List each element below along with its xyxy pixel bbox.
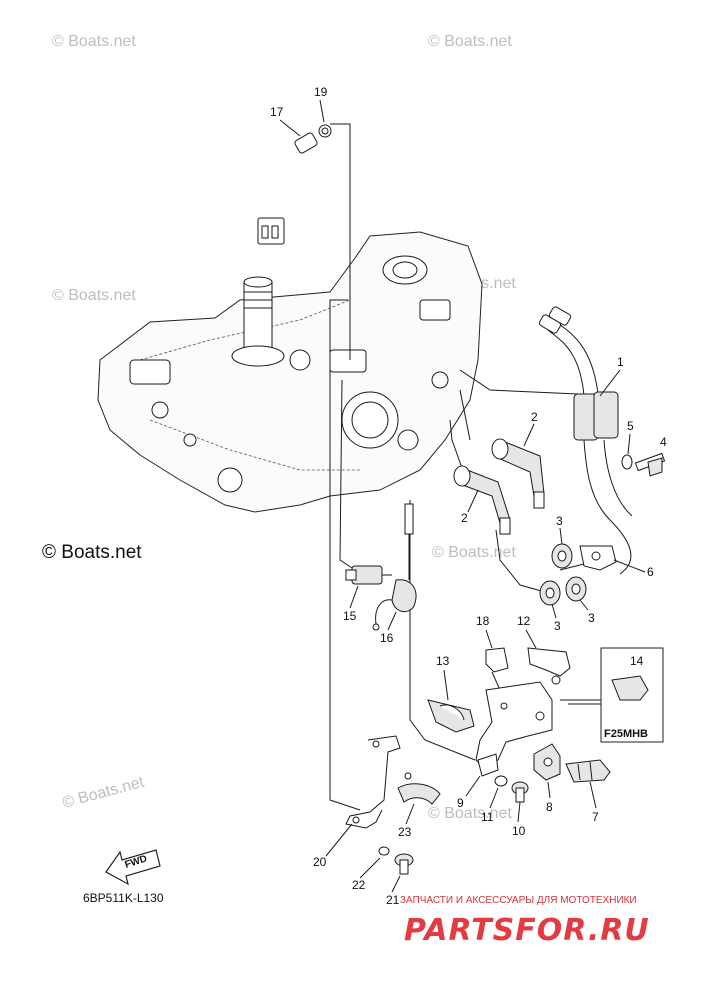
part-16-wire-lead xyxy=(372,503,417,631)
part-3-grommets xyxy=(539,543,587,606)
part-20-bracket xyxy=(345,735,401,829)
engine-block xyxy=(97,231,483,513)
callout-4: 4 xyxy=(660,435,667,449)
callout-5: 5 xyxy=(627,419,634,433)
callout-1: 1 xyxy=(617,355,624,369)
watermark: © Boats.net xyxy=(52,287,136,304)
part-8-grommet xyxy=(533,743,561,781)
callout-11: 11 xyxy=(481,810,494,824)
watermark: © Boats.net xyxy=(428,33,512,50)
part-23-clamp xyxy=(397,772,441,805)
watermark: © Boats.net xyxy=(61,774,147,812)
callout-3: 3 xyxy=(554,619,561,633)
watermark-dark: © Boats.net xyxy=(42,542,142,563)
part-15-sensor xyxy=(345,565,392,585)
part-21-screw xyxy=(394,853,414,875)
inset-clamp xyxy=(611,675,649,701)
callout-18: 18 xyxy=(476,614,490,628)
callout-6: 6 xyxy=(647,565,654,579)
part-6-clamp xyxy=(579,545,617,571)
callout-19: 19 xyxy=(314,85,328,99)
part-17-lead-wire xyxy=(257,132,318,245)
part-4-bolt xyxy=(634,452,666,477)
promo-tagline: ЗАПЧАСТИ И АКСЕССУАРЫ ДЛЯ МОТОТЕХНИКИ xyxy=(400,895,637,906)
callout-numbers: 1 2 2 3 3 3 4 5 6 7 8 9 10 11 12 13 14 1… xyxy=(270,85,667,907)
part-22-washer xyxy=(378,846,390,856)
callout-2: 2 xyxy=(461,511,468,525)
callout-10: 10 xyxy=(512,824,526,838)
fwd-arrow: FWD xyxy=(105,849,161,886)
promo-banner: ЗАПЧАСТИ И АКСЕССУАРЫ ДЛЯ МОТОТЕХНИКИ PA… xyxy=(400,895,650,948)
callout-3: 3 xyxy=(556,514,563,528)
diagram-code: 6BP511K-L130 xyxy=(83,891,164,905)
part-11-washer xyxy=(494,775,508,787)
callout-23: 23 xyxy=(398,825,412,839)
crankshaft xyxy=(231,276,285,367)
part-9-plate xyxy=(477,753,499,777)
part-2-plug-cap-upper xyxy=(491,438,545,509)
callout-16: 16 xyxy=(380,631,394,645)
callout-3: 3 xyxy=(588,611,595,625)
inset-label: F25MHB xyxy=(604,728,648,740)
part-19-washer xyxy=(318,124,332,138)
part-12-holder xyxy=(527,647,571,685)
callout-8: 8 xyxy=(546,800,553,814)
callout-7: 7 xyxy=(592,810,599,824)
fwd-arrow-shape xyxy=(105,849,161,886)
callout-13: 13 xyxy=(436,654,450,668)
part-10-screw xyxy=(511,781,529,803)
callout-15: 15 xyxy=(343,609,357,623)
callout-20: 20 xyxy=(313,855,327,869)
callout-12: 12 xyxy=(517,614,531,628)
part-13-clip xyxy=(427,699,475,733)
callout-17: 17 xyxy=(270,105,284,119)
watermark: © Boats.net xyxy=(428,805,512,822)
callout-9: 9 xyxy=(457,796,464,810)
callout-14: 14 xyxy=(630,654,644,668)
watermark: © Boats.net xyxy=(52,33,136,50)
bracket xyxy=(475,681,553,771)
callout-2: 2 xyxy=(531,410,538,424)
watermark: © Boats.net xyxy=(432,544,516,561)
callout-21: 21 xyxy=(386,893,400,907)
part-1-ignition-coil xyxy=(538,306,633,575)
promo-logo: PARTSFOR.RU xyxy=(404,913,650,948)
part-5-washer xyxy=(621,454,633,470)
part-7-connector xyxy=(565,759,611,783)
part-2-plug-cap-lower xyxy=(453,465,511,535)
inset-f25mhb: F25MHB xyxy=(568,647,664,743)
callout-22: 22 xyxy=(352,878,366,892)
